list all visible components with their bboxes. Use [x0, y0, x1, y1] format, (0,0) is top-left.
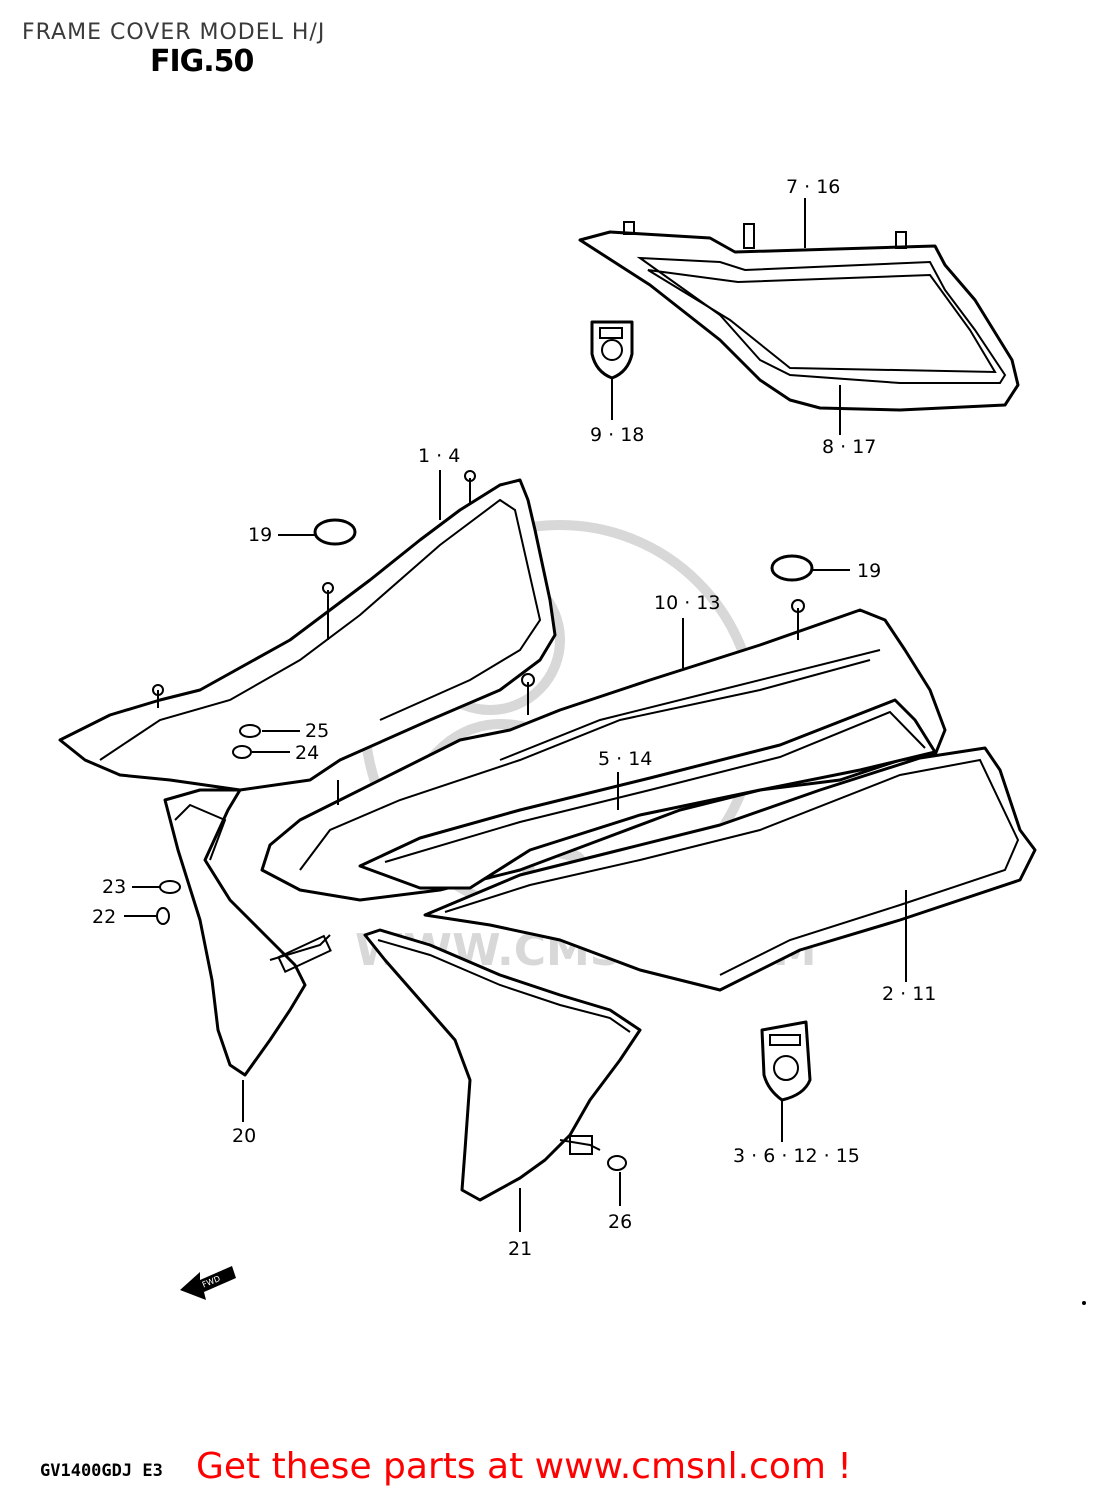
- grommet-right: [770, 554, 814, 582]
- model-code: GV1400GDJ E3: [40, 1461, 163, 1481]
- callout-5-14: 5 · 14: [598, 748, 652, 770]
- corner-mark: [1082, 1301, 1086, 1305]
- callout-7-16: 7 · 16: [786, 176, 840, 198]
- emblem-large: [760, 1020, 812, 1102]
- callout-9-18: 9 · 18: [590, 424, 644, 446]
- part-rear-frame-cover: [578, 221, 1020, 412]
- callout-21: 21: [508, 1238, 532, 1260]
- callout-23: 23: [102, 876, 126, 898]
- emblem-small: [590, 320, 634, 380]
- forward-arrow-icon: FWD: [180, 1266, 236, 1300]
- callout-labels: 7 · 16 8 · 17 9 · 18 1 · 4 19 19 10 · 13…: [92, 176, 936, 1260]
- page-title: FRAME COVER MODEL H/J: [22, 20, 326, 45]
- callout-22: 22: [92, 906, 116, 928]
- callout-26: 26: [608, 1211, 632, 1233]
- callout-24: 24: [295, 742, 319, 764]
- callout-1-4: 1 · 4: [418, 445, 460, 467]
- callout-19-left: 19: [248, 524, 272, 546]
- callout-8-17: 8 · 17: [822, 436, 876, 458]
- leader-lines: [124, 198, 907, 1232]
- callout-10-13: 10 · 13: [654, 592, 720, 614]
- callout-2-11: 2 · 11: [882, 983, 936, 1005]
- part-lower-panel: [423, 746, 1037, 992]
- get-parts-link[interactable]: Get these parts at www.cmsnl.com !: [196, 1446, 852, 1487]
- part-lower-cover-21: [363, 928, 642, 1202]
- part-main-frame-cover: [260, 599, 947, 902]
- part-bracket-20: [163, 788, 332, 1077]
- figure-number: FIG.50: [150, 44, 254, 79]
- callout-19-right: 19: [857, 560, 881, 582]
- callout-25: 25: [305, 720, 329, 742]
- part-stripe-5-14: [358, 698, 937, 890]
- callout-3-6-12-15: 3 · 6 · 12 · 15: [733, 1145, 860, 1167]
- callout-20: 20: [232, 1125, 256, 1147]
- grommet-left: [313, 518, 357, 546]
